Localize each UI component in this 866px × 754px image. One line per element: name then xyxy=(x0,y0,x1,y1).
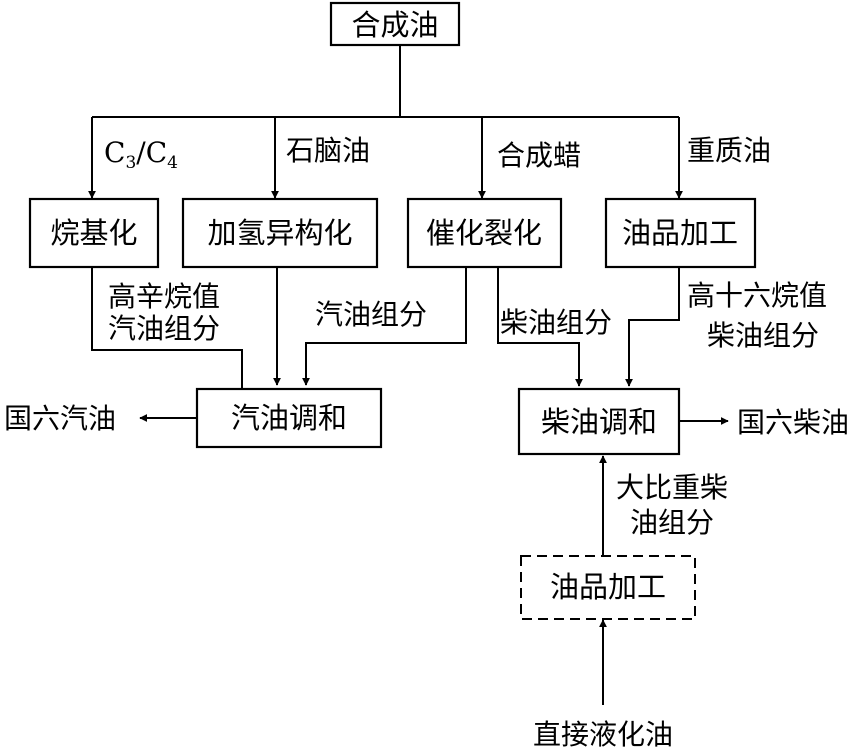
node-hydroisomerization-label: 加氢异构化 xyxy=(207,216,352,250)
node-diesel-blending: 柴油调和 xyxy=(517,387,681,456)
line-high-octane xyxy=(91,267,243,388)
arrow-high-cetane xyxy=(625,267,680,387)
node-gasoline-blending: 汽油调和 xyxy=(195,387,383,449)
node-synthetic-oil: 合成油 xyxy=(329,1,461,47)
node-alkylation: 烷基化 xyxy=(28,197,160,269)
label-synthetic-wax: 合成蜡 xyxy=(497,139,581,172)
label-high-octane-line1: 高辛烷值 xyxy=(108,280,220,313)
connectors xyxy=(88,45,729,705)
node-catalytic-cracking-label: 催化裂化 xyxy=(426,216,542,250)
node-oil-processing-top: 油品加工 xyxy=(604,197,757,269)
output-guo6-gasoline: 国六汽油 xyxy=(4,402,116,435)
arrow-diesel-component xyxy=(497,267,583,387)
node-gasoline-blending-label: 汽油调和 xyxy=(231,401,347,435)
label-diesel-component: 柴油组分 xyxy=(500,306,612,339)
input-direct-liquefaction-oil: 直接液化油 xyxy=(533,718,673,751)
node-oil-processing-top-label: 油品加工 xyxy=(622,216,738,250)
label-gasoline-component: 汽油组分 xyxy=(315,298,427,331)
label-c3-c4: C3/C4 xyxy=(104,136,178,173)
node-oil-processing-bottom-label: 油品加工 xyxy=(550,570,666,604)
label-heavy-oil: 重质油 xyxy=(687,134,771,167)
node-synthetic-oil-label: 合成油 xyxy=(351,8,438,42)
label-heavy-diesel-line1: 大比重柴 xyxy=(616,471,728,504)
node-oil-processing-bottom: 油品加工 xyxy=(520,555,696,620)
node-hydroisomerization: 加氢异构化 xyxy=(181,197,379,269)
label-heavy-diesel-line2: 油组分 xyxy=(630,506,714,539)
label-high-cetane-line2: 柴油组分 xyxy=(707,319,819,352)
label-naphtha: 石脑油 xyxy=(286,134,370,167)
node-alkylation-label: 烷基化 xyxy=(50,216,137,250)
output-guo6-diesel: 国六柴油 xyxy=(737,406,849,439)
label-high-cetane-line1: 高十六烷值 xyxy=(687,279,827,312)
arrow-gasoline-component xyxy=(302,267,467,386)
node-diesel-blending-label: 柴油调和 xyxy=(541,405,657,439)
label-high-octane-line2: 汽油组分 xyxy=(108,312,220,345)
node-catalytic-cracking: 催化裂化 xyxy=(406,197,563,269)
